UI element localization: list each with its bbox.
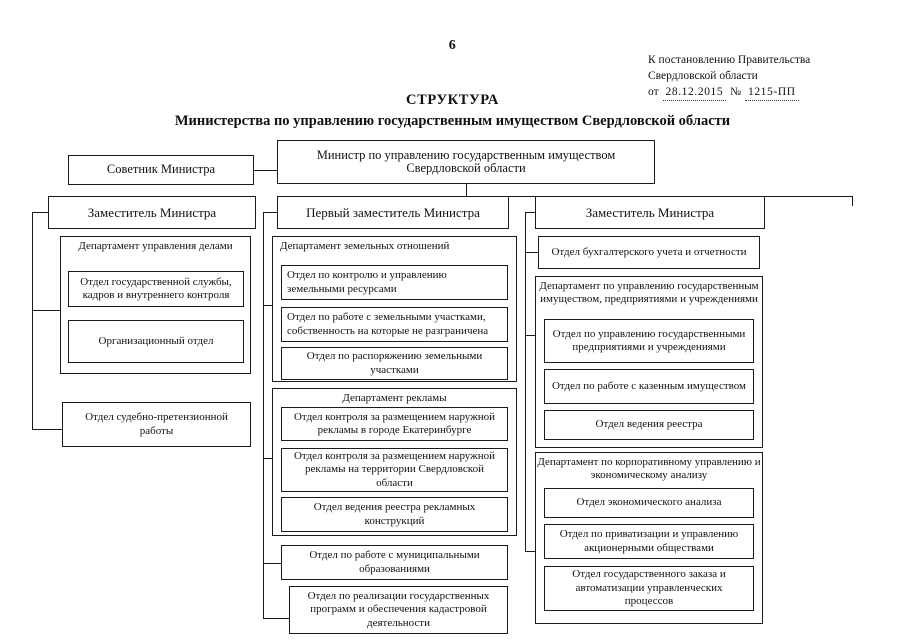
left-branch-head [32,212,48,213]
box-minister: Министр по управлению государственным им… [277,140,655,184]
approval-line-2: Свердловской области [648,70,758,82]
connector-advisor [254,170,277,171]
approval-number-symbol: № [730,86,742,98]
unit-middle-0-1: Отдел по работе с земельными участками, … [281,307,508,342]
unit-middle-0-2: Отдел по распоряжению земельными участка… [281,347,508,380]
middle-branch-dept-0 [263,305,272,306]
right-branch-head [525,212,535,213]
unit-right-standalone-0: Отдел бухгалтерского учета и отчетности [538,236,760,269]
unit-right-0-0: Отдел по управлению государственными пре… [544,319,754,363]
box-deputy-minister-left: Заместитель Министра [48,196,256,229]
unit-middle-standalone-0: Отдел по работе с муниципальными образов… [281,545,508,580]
approval-block: К постановлению Правительства Свердловск… [648,52,898,101]
box-deputy-minister-right: Заместитель Министра [535,196,765,229]
connector-minister-stem [466,184,467,196]
approval-prefix: от [648,86,659,98]
right-branch-standalone-0 [525,252,538,253]
unit-left-0-1: Организационный отдел [68,320,244,363]
department-right-0-label: Департамент по управлению государственны… [539,280,759,305]
unit-left-standalone-0: Отдел судебно-претензионной работы [62,402,251,447]
approval-date: 28.12.2015 [662,84,727,101]
right-branch-dept-0 [525,335,536,336]
unit-middle-0-0: Отдел по контролю и управлению земельным… [281,265,508,300]
middle-spine [263,212,264,618]
department-left-0-label: Департамент управления делами [78,240,233,252]
right-branch-dept-1 [525,551,536,552]
document-title: СТРУКТУРА [406,92,499,108]
box-first-deputy-minister: Первый заместитель Министра [277,196,509,229]
department-middle-1-label: Департамент рекламы [342,392,447,404]
middle-branch-head [263,212,277,213]
connector-right-drop [852,196,853,206]
middle-branch-dept-1 [263,458,272,459]
department-right-1-label: Департамент по корпоративному управлению… [537,456,761,481]
approval-line-3: от 28.12.2015 № 1215-ПП [648,84,898,101]
unit-right-1-0: Отдел экономического анализа [544,488,754,518]
approval-line-1: К постановлению Правительства [648,54,811,66]
unit-middle-1-0: Отдел контроля за размещением наружной р… [281,407,508,441]
unit-middle-standalone-1: Отдел по реализации государственных прог… [289,586,508,634]
unit-right-1-1: Отдел по приватизации и управлению акцио… [544,524,754,559]
right-spine [525,212,526,551]
left-spine [32,212,33,429]
document-subtitle: Министерства по управлению государственн… [174,113,731,129]
unit-right-0-2: Отдел ведения реестра [544,410,754,440]
page-number: 6 [448,38,457,53]
unit-right-1-2: Отдел государственного заказа и автомати… [544,566,754,611]
unit-middle-1-2: Отдел ведения реестра рекламных конструк… [281,497,508,532]
middle-branch-standalone-0 [263,563,281,564]
left-branch-standalone [32,429,62,430]
approval-number: 1215-ПП [744,84,799,101]
department-middle-0-label: Департамент земельных отношений [280,240,450,252]
middle-branch-standalone-1 [263,618,289,619]
unit-left-0-0: Отдел государственной службы, кадров и в… [68,271,244,307]
left-branch-dept [32,310,60,311]
box-advisor: Советник Министра [68,155,254,185]
unit-right-0-1: Отдел по работе с казенным имуществом [544,369,754,404]
unit-middle-1-1: Отдел контроля за размещением наружной р… [281,448,508,492]
